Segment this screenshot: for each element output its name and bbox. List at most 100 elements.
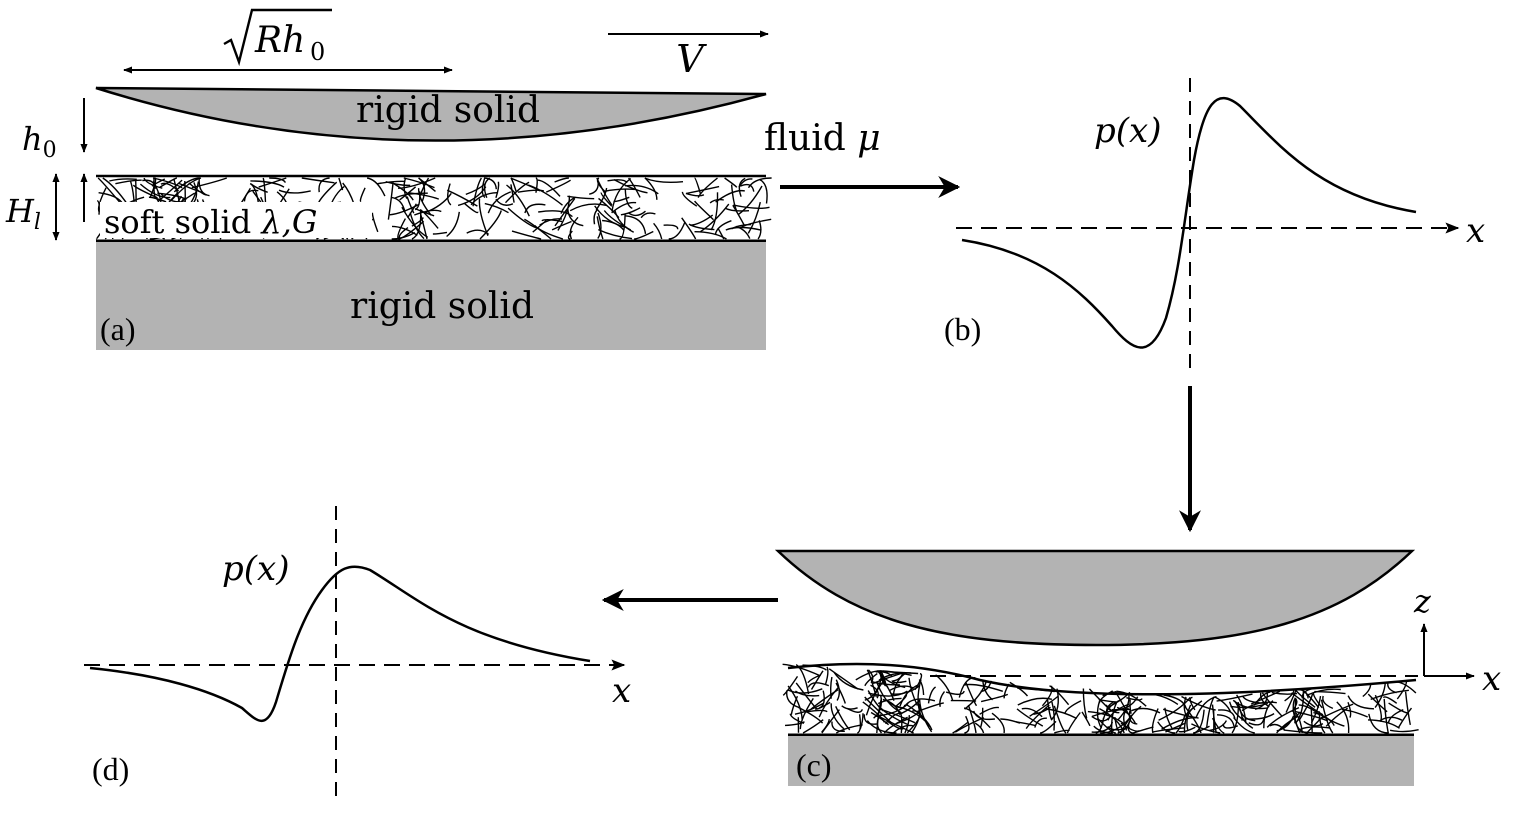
fiber-strand (338, 177, 344, 191)
fiber-strand (1393, 681, 1417, 694)
fiber-strand (1269, 723, 1286, 731)
fiber-strand (870, 684, 879, 699)
fiber-strand (982, 680, 994, 701)
fiber-strand (1253, 691, 1271, 706)
fiber-strand (628, 210, 646, 217)
fiber-strand (863, 714, 877, 725)
fiber-strand (870, 711, 890, 726)
fiber-strand (1087, 710, 1126, 725)
fiber-strand (483, 177, 491, 198)
fiber-strand (644, 177, 684, 184)
soft-solid-label-backdrop (100, 202, 372, 238)
fiber-strand (1064, 700, 1082, 714)
fiber-strand (464, 203, 479, 214)
fiber-strand (892, 672, 908, 696)
fiber-strand (495, 181, 500, 199)
fiber-strand (1111, 696, 1139, 711)
fiber-strand (757, 220, 762, 240)
fiber-strand (481, 177, 486, 199)
fiber-strand (596, 216, 604, 240)
fiber-strand (1021, 707, 1043, 718)
fiber-strand (1404, 691, 1411, 726)
fiber-strand (1025, 704, 1050, 729)
fiber-strand (406, 196, 415, 214)
fiber-strand (538, 210, 573, 218)
fiber-strand (359, 187, 366, 202)
fiber-strand (785, 690, 800, 709)
fiber-strand (1212, 709, 1215, 734)
fiber-strand (1320, 699, 1334, 734)
fiber-strand (1161, 717, 1196, 730)
fiber-strand (598, 197, 620, 219)
fiber-strand (663, 224, 679, 230)
fiber-strand (318, 177, 330, 193)
fiber-strand (537, 179, 561, 197)
fiber-strand (724, 177, 738, 188)
fiber-strand (598, 228, 633, 240)
fiber-strand (506, 184, 530, 217)
fiber-strand (640, 212, 656, 219)
fiber-strand (1241, 716, 1254, 729)
fiber-strand (376, 180, 406, 185)
fiber-strand (1233, 717, 1255, 734)
fiber-strand (143, 177, 163, 189)
fiber-strand (411, 217, 424, 227)
fiber-strand (877, 697, 902, 705)
fiber-strand (918, 679, 925, 696)
fiber-strand (510, 184, 515, 203)
fiber-strand (414, 209, 442, 216)
fiber-strand (1218, 709, 1236, 719)
fiber-strand (1046, 699, 1053, 721)
fiber-strand (973, 710, 995, 721)
fiber-strand (620, 207, 641, 216)
fiber-strand (569, 216, 579, 240)
fiber-strand (387, 182, 394, 220)
c-rigid-solid-top-shape (774, 549, 1416, 647)
fiber-strand (1000, 718, 1021, 724)
fiber-strand (1093, 725, 1113, 734)
fiber-strand (1362, 683, 1372, 698)
fiber-strand (939, 691, 946, 707)
hl-label: Hl (5, 192, 41, 235)
flow-a-to-b: fluid μ (764, 118, 961, 198)
fiber-strand (1387, 682, 1397, 694)
fiber-strand (787, 685, 803, 720)
fiber-strand (142, 179, 156, 189)
fiber-strand (964, 715, 970, 734)
fiber-strand (1131, 707, 1161, 714)
fiber-strand (619, 214, 626, 240)
panel-b-label: (b) (944, 311, 981, 347)
fiber-strand (882, 698, 901, 715)
fiber-strand (653, 222, 663, 240)
fiber-strand (737, 185, 763, 216)
fiber-strand (1107, 703, 1130, 721)
fiber-strand (833, 671, 864, 691)
fiber-strand (139, 183, 171, 199)
fiber-strand (724, 207, 750, 212)
fiber-strand (967, 704, 977, 734)
fiber-strand (567, 208, 584, 227)
fiber-strand (1299, 726, 1331, 731)
fiber-strand (1263, 700, 1274, 729)
fiber-strand (1303, 720, 1324, 727)
fiber-strand (644, 177, 658, 200)
fiber-strand (1292, 698, 1301, 734)
fiber-strand (603, 210, 632, 231)
fiber-strand (607, 179, 628, 184)
fiber-strand (835, 706, 851, 731)
fiber-strand (1291, 692, 1324, 716)
fluid-label: fluid μ (764, 118, 881, 159)
b-x-label: x (1466, 211, 1485, 251)
fiber-strand (835, 682, 846, 704)
c-soft-solid-fibers (782, 663, 1419, 734)
fiber-strand (625, 184, 659, 195)
fiber-strand (625, 215, 647, 235)
fiber-strand (979, 706, 1000, 715)
fiber-strand (868, 690, 908, 697)
fiber-strand (862, 701, 886, 723)
fiber-strand (115, 179, 142, 185)
fiber-strand (1310, 696, 1322, 724)
c-deformed-surface (787, 662, 1417, 696)
fiber-strand (1285, 689, 1297, 713)
fiber-strand (1148, 693, 1179, 705)
